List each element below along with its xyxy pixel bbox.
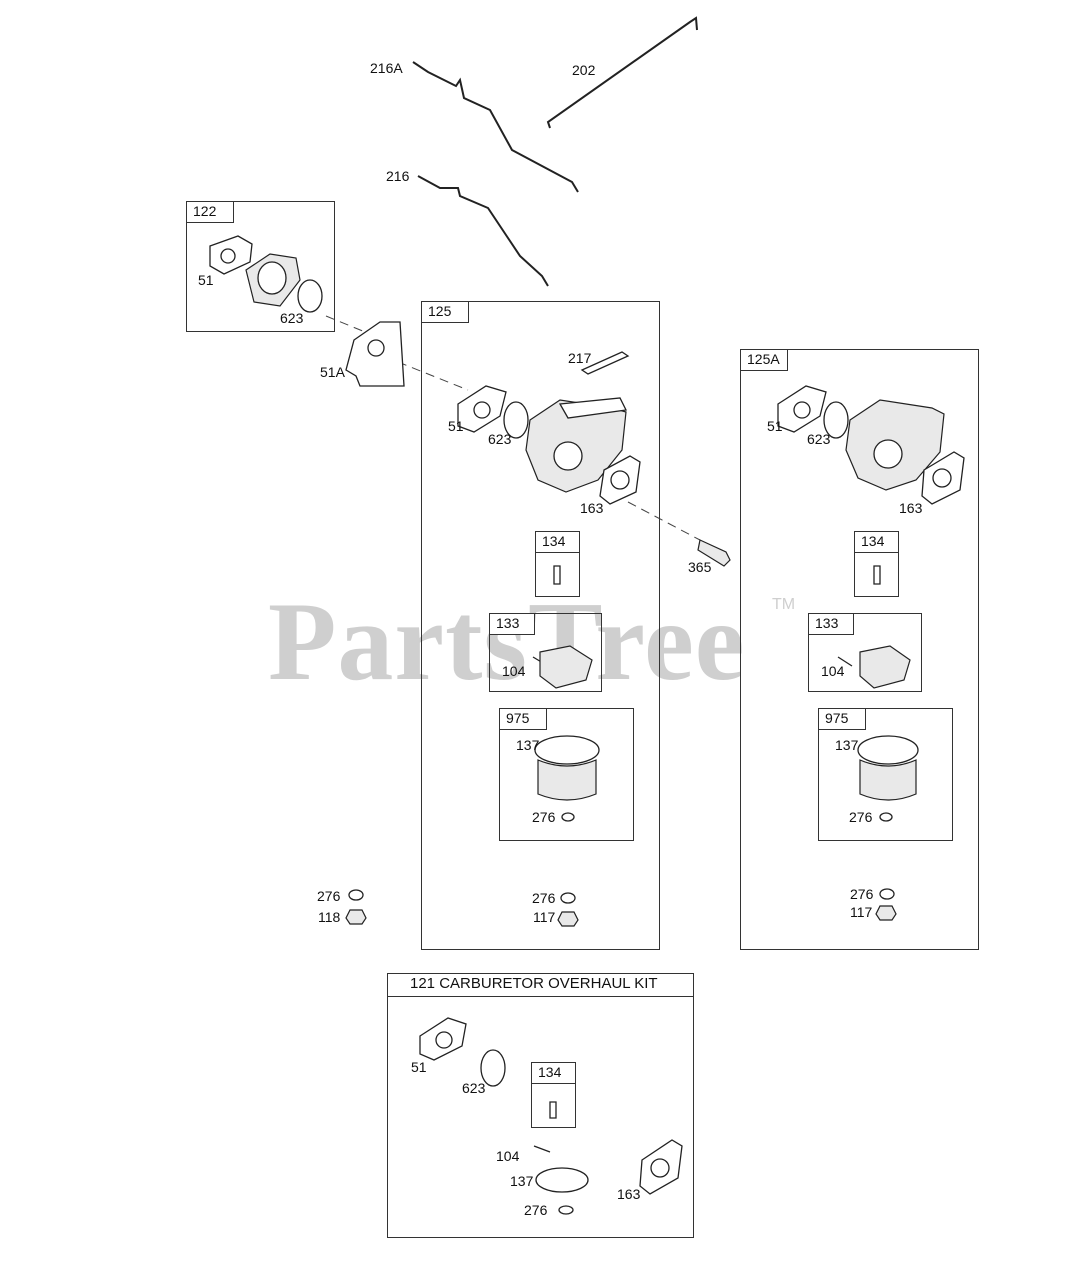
- label-kit-163: 163: [617, 1186, 641, 1202]
- kit-o-ring-623: [480, 1049, 506, 1087]
- label-125A-276: 276: [850, 886, 874, 902]
- box-122: [186, 201, 335, 332]
- label-kit-137: 137: [510, 1173, 534, 1189]
- tag-125-133: 133: [489, 613, 535, 635]
- label-125A-104: 104: [821, 663, 845, 679]
- label-125-276: 276: [532, 890, 556, 906]
- tag-125A-133: 133: [808, 613, 854, 635]
- needle-134-125: [553, 565, 561, 585]
- tag-122: 122: [186, 201, 234, 223]
- label-125-217: 217: [568, 350, 592, 366]
- o-ring-623-125A: [823, 401, 849, 439]
- tag-125: 125: [421, 301, 469, 323]
- box-125-133: [489, 613, 602, 692]
- label-125-51: 51: [448, 418, 464, 434]
- tag-125A-975: 975: [818, 708, 866, 730]
- box-125A-133: [808, 613, 922, 692]
- label-kit-51: 51: [411, 1059, 427, 1075]
- link-216: [417, 175, 549, 287]
- label-216: 216: [386, 168, 410, 184]
- link-202: [546, 16, 698, 129]
- kit-gasket-137: [535, 1167, 589, 1193]
- label-122-623: 623: [280, 310, 304, 326]
- washer-276-125A: [879, 812, 893, 822]
- box-125A: [740, 349, 979, 950]
- label-125A-117: 117: [850, 904, 873, 920]
- nut-117-125A: [875, 905, 897, 921]
- label-125A-623: 623: [807, 431, 831, 447]
- box-125: [421, 301, 660, 950]
- label-left-276: 276: [317, 888, 341, 904]
- kit-pin-104: [533, 1145, 551, 1153]
- label-kit-623: 623: [462, 1080, 486, 1096]
- label-51A: 51A: [320, 364, 345, 380]
- kit-needle-134: [549, 1101, 557, 1119]
- nut-117-125: [557, 911, 579, 927]
- float-133-125: [539, 645, 593, 689]
- spring-217: [580, 351, 630, 375]
- nut-118: [345, 909, 367, 925]
- label-kit-104: 104: [496, 1148, 520, 1164]
- label-125-104: 104: [502, 663, 526, 679]
- label-kit-276: 276: [524, 1202, 548, 1218]
- kit-washer-276: [558, 1205, 574, 1215]
- label-365: 365: [688, 559, 712, 575]
- float-133-125A: [859, 645, 911, 689]
- label-125A-51: 51: [767, 418, 783, 434]
- watermark-tm: TM: [772, 596, 796, 613]
- needle-134-125A: [873, 565, 881, 585]
- bolt-365: [697, 539, 731, 567]
- label-122-51: 51: [198, 272, 214, 288]
- label-125-137: 137: [516, 737, 540, 753]
- label-125A-163: 163: [899, 500, 923, 516]
- o-ring-623-125: [503, 401, 529, 439]
- tag-125-134: 134: [535, 531, 580, 553]
- label-125-117: 117: [533, 909, 556, 925]
- bowl-137-125: [534, 735, 600, 765]
- tag-kit-134: 134: [531, 1062, 576, 1084]
- kit-title: 121 CARBURETOR OVERHAUL KIT: [387, 973, 694, 997]
- label-125A-137: 137: [835, 737, 859, 753]
- label-202: 202: [572, 62, 596, 78]
- tag-125A-134: 134: [854, 531, 899, 553]
- watermark: PartsTree: [268, 580, 746, 704]
- tag-125A: 125A: [740, 349, 788, 371]
- link-216A: [412, 61, 579, 193]
- bowl-137-125A: [857, 735, 919, 765]
- label-216A: 216A: [370, 60, 403, 76]
- label-125-163: 163: [580, 500, 604, 516]
- label-left-118: 118: [318, 909, 341, 925]
- label-125-623: 623: [488, 431, 512, 447]
- o-ring-623-122: [297, 279, 323, 313]
- box-125A-975: [818, 708, 953, 841]
- label-125A-276-inner: 276: [849, 809, 873, 825]
- washer-276-125: [561, 812, 575, 822]
- label-125-276-inner: 276: [532, 809, 556, 825]
- box-125-975: [499, 708, 634, 841]
- tag-125-975: 975: [499, 708, 547, 730]
